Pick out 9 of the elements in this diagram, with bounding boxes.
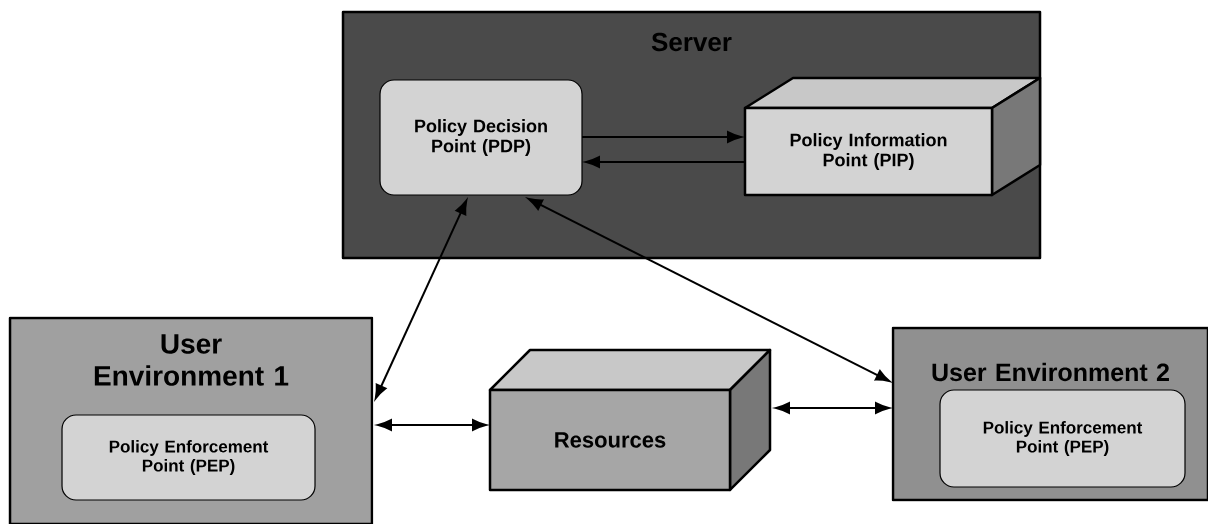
- arrow: [377, 419, 487, 431]
- arrow: [581, 131, 742, 143]
- arrow: [374, 199, 468, 400]
- arrow: [585, 156, 746, 168]
- arrow: [775, 402, 890, 414]
- component-box: Policy Decision Point (PDP): [379, 79, 583, 196]
- component-box: Policy Enforcement Point (PEP): [939, 389, 1186, 488]
- arrow: [527, 197, 891, 383]
- component-box: Policy Enforcement Point (PEP): [61, 414, 316, 501]
